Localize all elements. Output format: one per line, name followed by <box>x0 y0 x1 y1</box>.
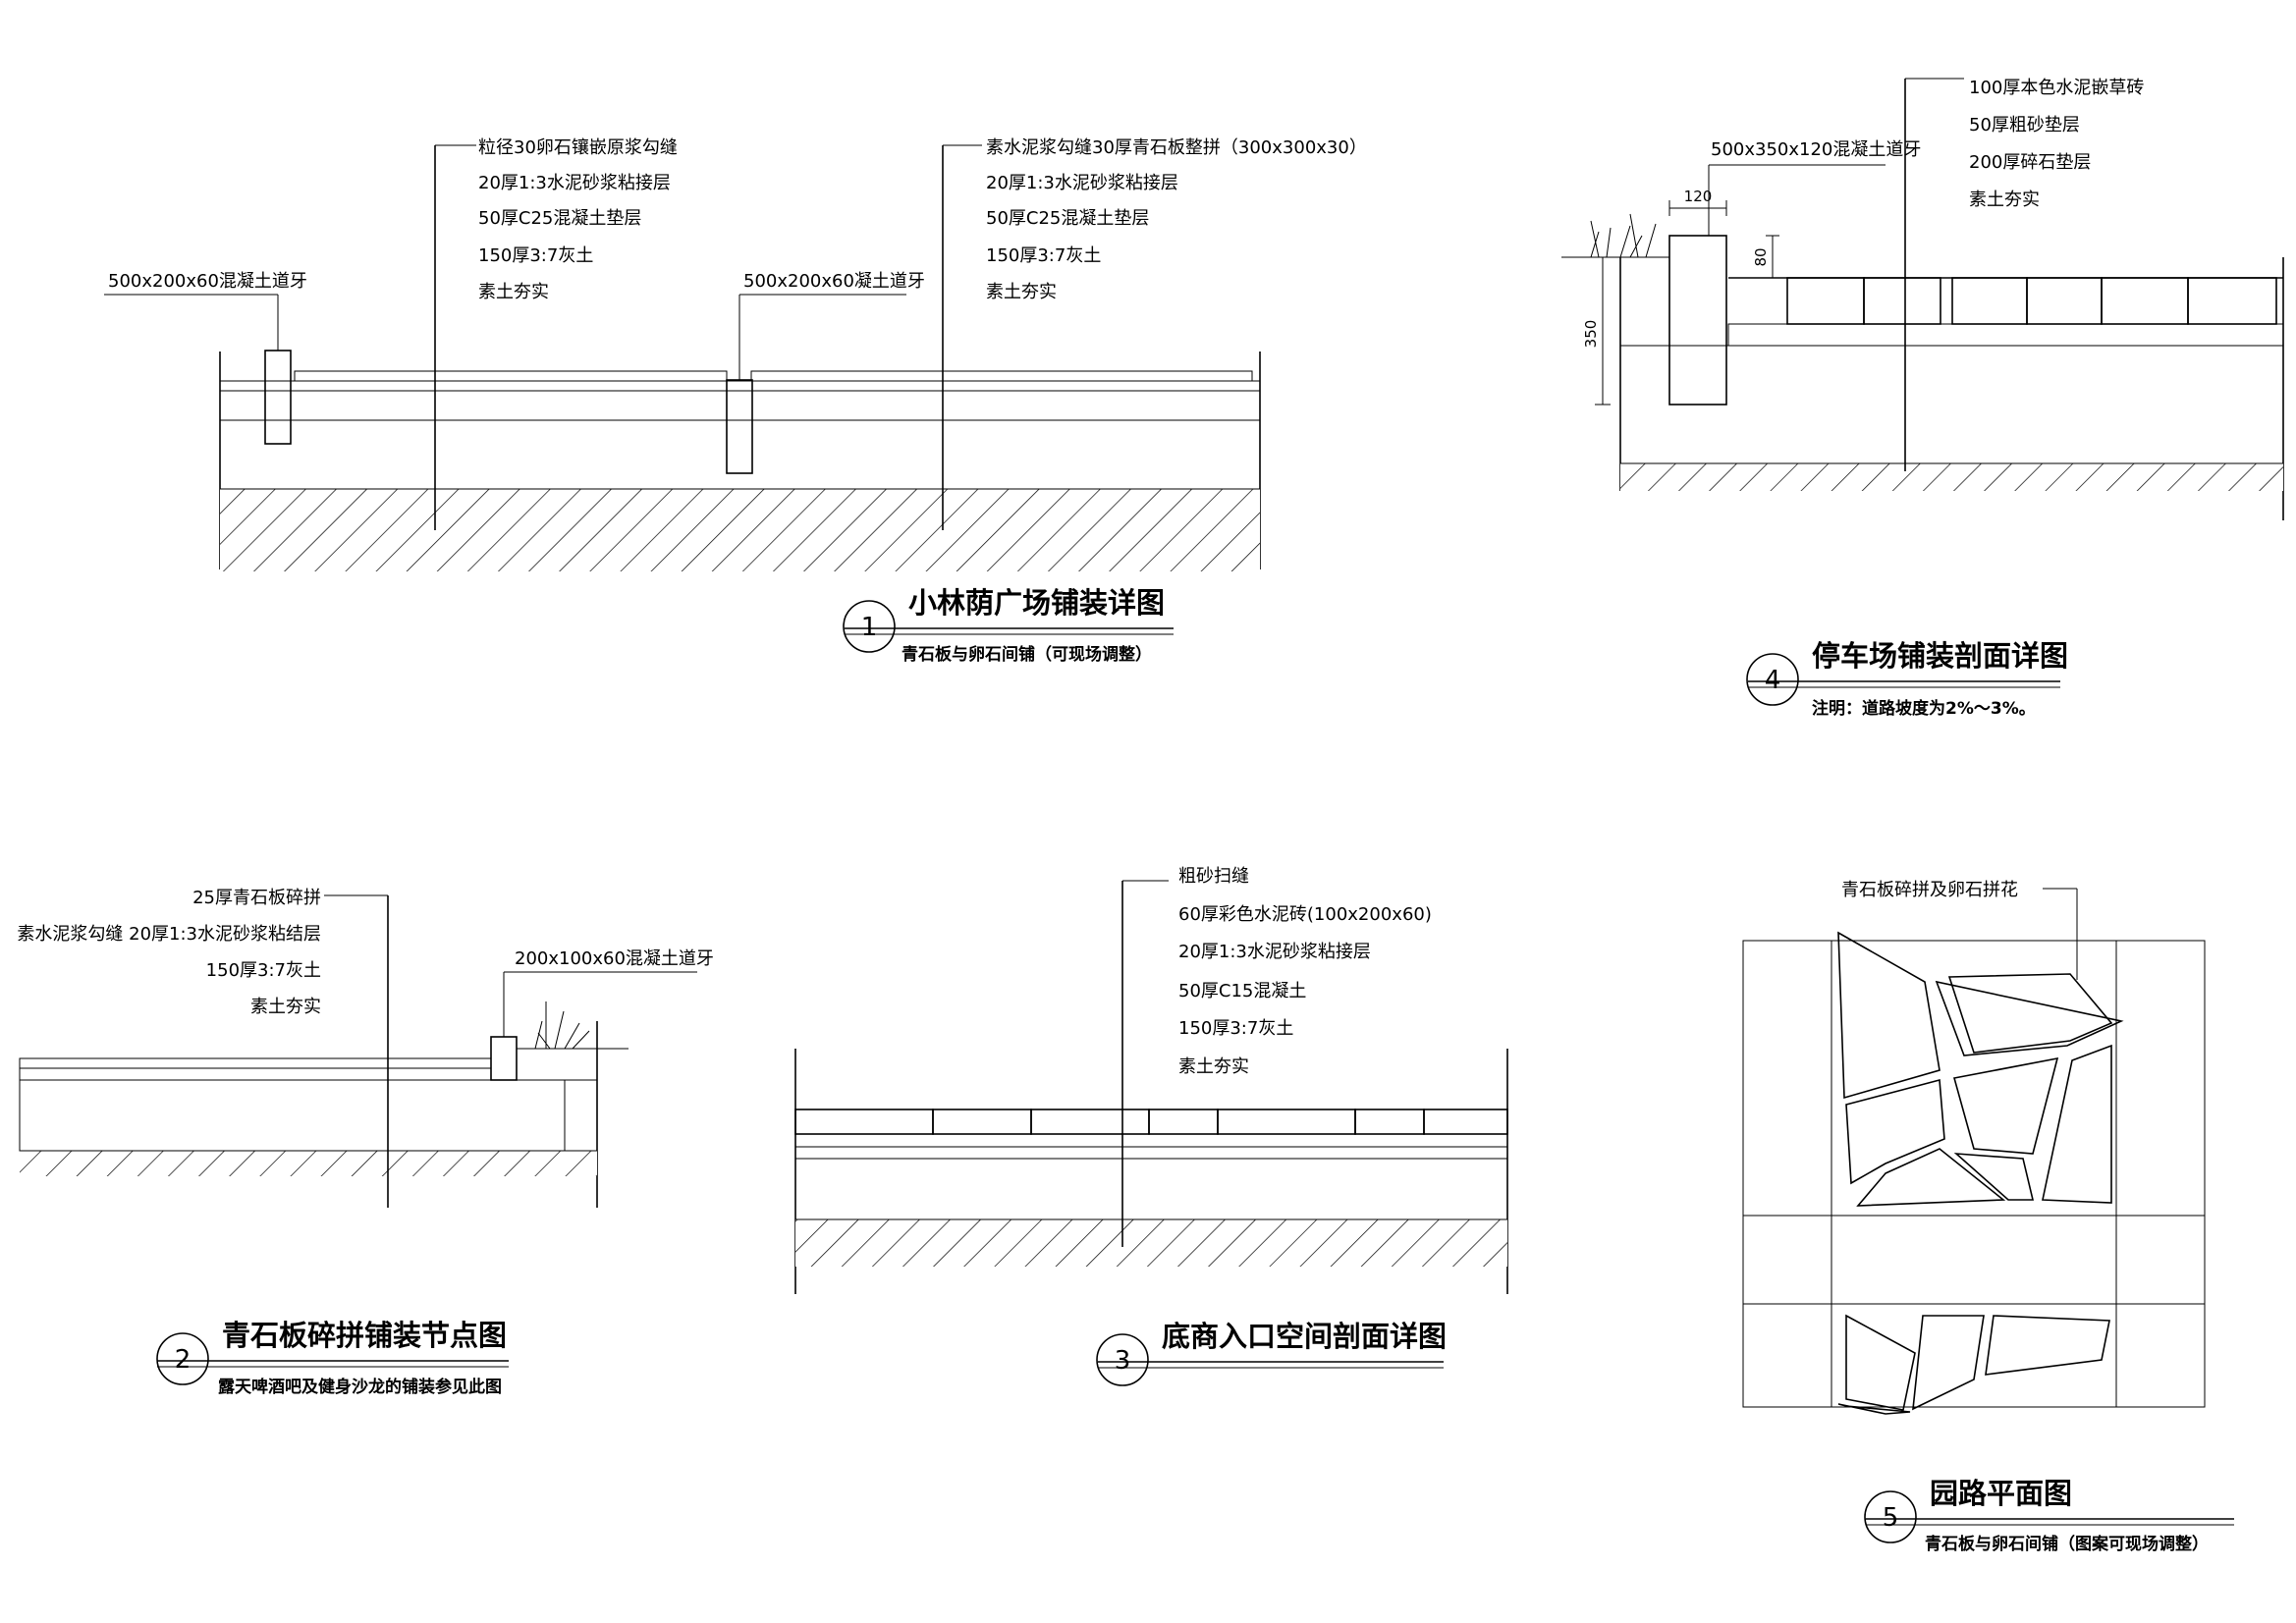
detail-4-section: 120 350 80 100厚本色水泥嵌草砖 50厚粗砂垫层 200厚碎石垫层 … <box>1561 78 2284 520</box>
label-1-left-1: 20厚1:3水泥砂浆粘接层 <box>478 173 671 193</box>
label-4-1: 50厚粗砂垫层 <box>1969 115 2080 135</box>
curb-mid <box>726 379 753 474</box>
label-1-right-0: 素水泥浆勾缝30厚青石板整拼（300x300x30） <box>986 137 1367 158</box>
grass-paver-3 <box>2026 277 2103 325</box>
coarse-sand-layer <box>1727 323 2284 347</box>
curb-left <box>264 350 292 445</box>
mortar-3 <box>794 1133 1508 1148</box>
detail-1-title: 小林荫广场铺装详图 <box>908 586 1165 620</box>
mortar-2 <box>19 1067 492 1081</box>
label-3-2: 20厚1:3水泥砂浆粘接层 <box>1178 942 1371 962</box>
label-1-right-1: 20厚1:3水泥砂浆粘接层 <box>986 173 1178 193</box>
detail-5-title-block: 5 园路平面图 青石板与卵石间铺（图案可现场调整） <box>1864 1477 2234 1554</box>
pebble-surface <box>294 370 728 382</box>
concrete-3 <box>794 1146 1508 1160</box>
slate-2 <box>19 1057 492 1069</box>
detail-3-title: 底商入口空间剖面详图 <box>1162 1320 1447 1353</box>
dim-width: 120 <box>1684 188 1713 205</box>
detail-2-subtitle: 露天啤酒吧及健身沙龙的铺装参见此图 <box>218 1377 502 1397</box>
grass-paver-4 <box>2187 277 2277 325</box>
label-5: 青石板碎拼及卵石拼花 <box>1841 880 2018 900</box>
pebble-border-right <box>2115 940 2206 1408</box>
concrete-layer <box>219 390 1261 421</box>
label-4-curb: 500x350x120混凝土道牙 <box>1711 139 1921 160</box>
colored-bricks <box>794 1109 1508 1135</box>
detail-3-title-block: 3 底商入口空间剖面详图 <box>1096 1320 1447 1386</box>
grass-paver-1 <box>1786 277 1865 325</box>
label-2-0: 25厚青石板碎拼 <box>192 888 321 908</box>
label-3-4: 150厚3:7灰土 <box>1178 1018 1293 1039</box>
detail-1-title-block: 1 小林荫广场铺装详图 青石板与卵石间铺（可现场调整） <box>843 586 1174 665</box>
detail-2-number-circle <box>156 1332 209 1385</box>
label-2-curb: 200x100x60混凝土道牙 <box>515 948 714 969</box>
subgrade-soil-3 <box>795 1219 1507 1267</box>
detail-1-subtitle: 青石板与卵石间铺（可现场调整） <box>902 644 1152 665</box>
label-1-right-3: 150厚3:7灰土 <box>986 245 1101 266</box>
lime-soil-3 <box>794 1158 1508 1220</box>
detail-2-title-block: 2 青石板碎拼铺装节点图 露天啤酒吧及健身沙龙的铺装参见此图 <box>156 1319 509 1397</box>
label-4-3: 素土夯实 <box>1969 189 2040 210</box>
detail-1-number: 1 <box>861 613 878 642</box>
detail-3-section: 粗砂扫缝 60厚彩色水泥砖(100x200x60) 20厚1:3水泥砂浆粘接层 … <box>794 866 1508 1294</box>
label-1-left-0: 粒径30卵石镶嵌原浆勾缝 <box>478 137 678 158</box>
label-3-5: 素土夯实 <box>1178 1056 1249 1077</box>
curb-4 <box>1668 235 1727 406</box>
slate-pieces <box>1837 931 2124 1415</box>
label-2-2: 150厚3:7灰土 <box>206 960 321 981</box>
detail-5-subtitle: 青石板与卵石间铺（图案可现场调整） <box>1925 1534 2209 1554</box>
label-4-2: 200厚碎石垫层 <box>1969 152 2091 173</box>
detail-2-section: 25厚青石板碎拼 素水泥浆勾缝 20厚1:3水泥砂浆粘结层 150厚3:7灰土 … <box>17 888 714 1208</box>
detail-4-number: 4 <box>1765 666 1781 695</box>
label-2-1: 素水泥浆勾缝 20厚1:3水泥砂浆粘结层 <box>17 924 321 945</box>
detail-5-plan: 青石板碎拼及卵石拼花 <box>1742 880 2206 1415</box>
detail-5-number: 5 <box>1883 1503 1899 1533</box>
detail-1-number-circle <box>843 600 896 653</box>
detail-3-number: 3 <box>1115 1346 1131 1376</box>
detail-4-subtitle: 注明：道路坡度为2%～3%。 <box>1812 698 2036 719</box>
pebble-band <box>1831 1215 2117 1305</box>
label-2-3: 素土夯实 <box>250 997 321 1017</box>
detail-5-title: 园路平面图 <box>1930 1477 2072 1510</box>
label-3-1: 60厚彩色水泥砖(100x200x60) <box>1178 904 1432 925</box>
label-1-left-4: 素土夯实 <box>478 282 549 302</box>
label-1-right-4: 素土夯实 <box>986 282 1057 302</box>
label-3-3: 50厚C15混凝土 <box>1178 981 1306 1001</box>
label-1-left-2: 50厚C25混凝土垫层 <box>478 208 641 229</box>
dim-height: 350 <box>1582 320 1600 349</box>
compacted-soil-layer <box>220 489 1260 571</box>
detail-5-number-circle <box>1864 1490 1917 1543</box>
dim-small: 80 <box>1752 247 1770 266</box>
detail-4-title-block: 4 停车场铺装剖面详图 注明：道路坡度为2%～3%。 <box>1746 639 2068 719</box>
label-1-curb-mid: 500x200x60凝土道牙 <box>743 271 925 292</box>
lime-soil-2 <box>19 1079 566 1152</box>
cross-band <box>1742 1215 2206 1305</box>
label-1-left-3: 150厚3:7灰土 <box>478 245 593 266</box>
grass-paver-2 <box>1951 277 2028 325</box>
detail-4-number-circle <box>1746 653 1799 706</box>
subgrade-soil-2 <box>20 1151 597 1176</box>
slate-surface <box>750 370 1253 382</box>
pebble-border-left <box>1742 940 1832 1408</box>
grass-symbol <box>1590 213 1657 258</box>
detail-2-number: 2 <box>175 1345 191 1375</box>
label-1-curb-left: 500x200x60混凝土道牙 <box>108 271 307 292</box>
label-4-0: 100厚本色水泥嵌草砖 <box>1969 78 2144 98</box>
detail-4-title: 停车场铺装剖面详图 <box>1812 639 2068 673</box>
detail-2-title: 青石板碎拼铺装节点图 <box>222 1319 507 1352</box>
curb-2 <box>490 1036 518 1081</box>
label-1-right-2: 50厚C25混凝土垫层 <box>986 208 1149 229</box>
detail-1-section: 粒径30卵石镶嵌原浆勾缝 20厚1:3水泥砂浆粘接层 50厚C25混凝土垫层 1… <box>104 137 1367 571</box>
label-3-0: 粗砂扫缝 <box>1178 866 1249 887</box>
mortar-layer <box>219 380 1261 392</box>
grass-symbol-2 <box>534 1001 590 1050</box>
detail-3-number-circle <box>1096 1333 1149 1386</box>
lime-soil-layer <box>219 419 1261 490</box>
subgrade-soil <box>1620 463 2283 491</box>
